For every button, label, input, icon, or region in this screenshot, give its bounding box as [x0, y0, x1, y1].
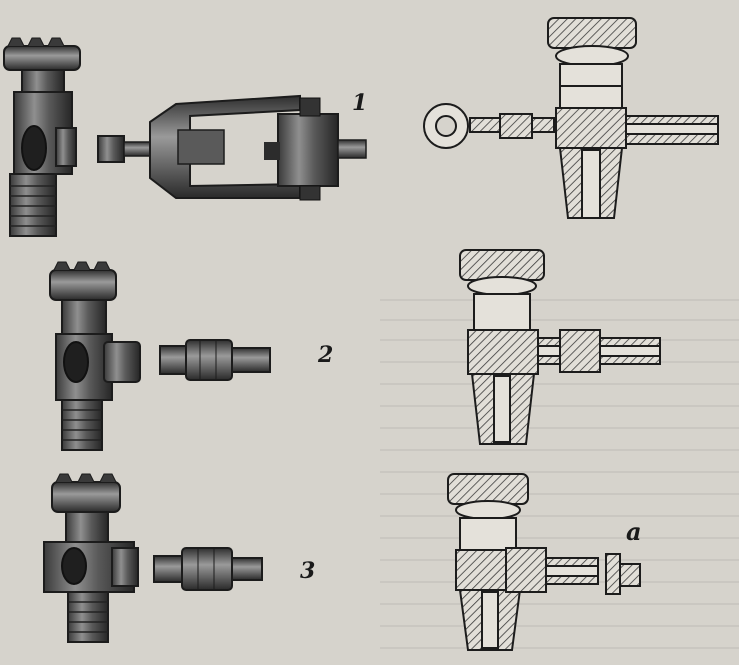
valve-photo-3 [43, 473, 139, 643]
valve-photo-1 [3, 37, 81, 237]
row-label-1: 1 [352, 90, 367, 116]
valve-section-with-yoke [423, 17, 719, 219]
row-label-2: 2 [317, 342, 333, 368]
valve-section-with-cap [447, 473, 641, 651]
valve-section-with-nipple [459, 249, 661, 445]
yoke-clamp-photo [97, 94, 367, 201]
row-label-3: 3 [300, 558, 315, 584]
valve-photo-2 [49, 261, 141, 451]
detail-label-a: a [626, 517, 642, 546]
nipple-coupling-photo-3 [153, 547, 263, 591]
nipple-coupling-photo-2 [159, 339, 271, 381]
